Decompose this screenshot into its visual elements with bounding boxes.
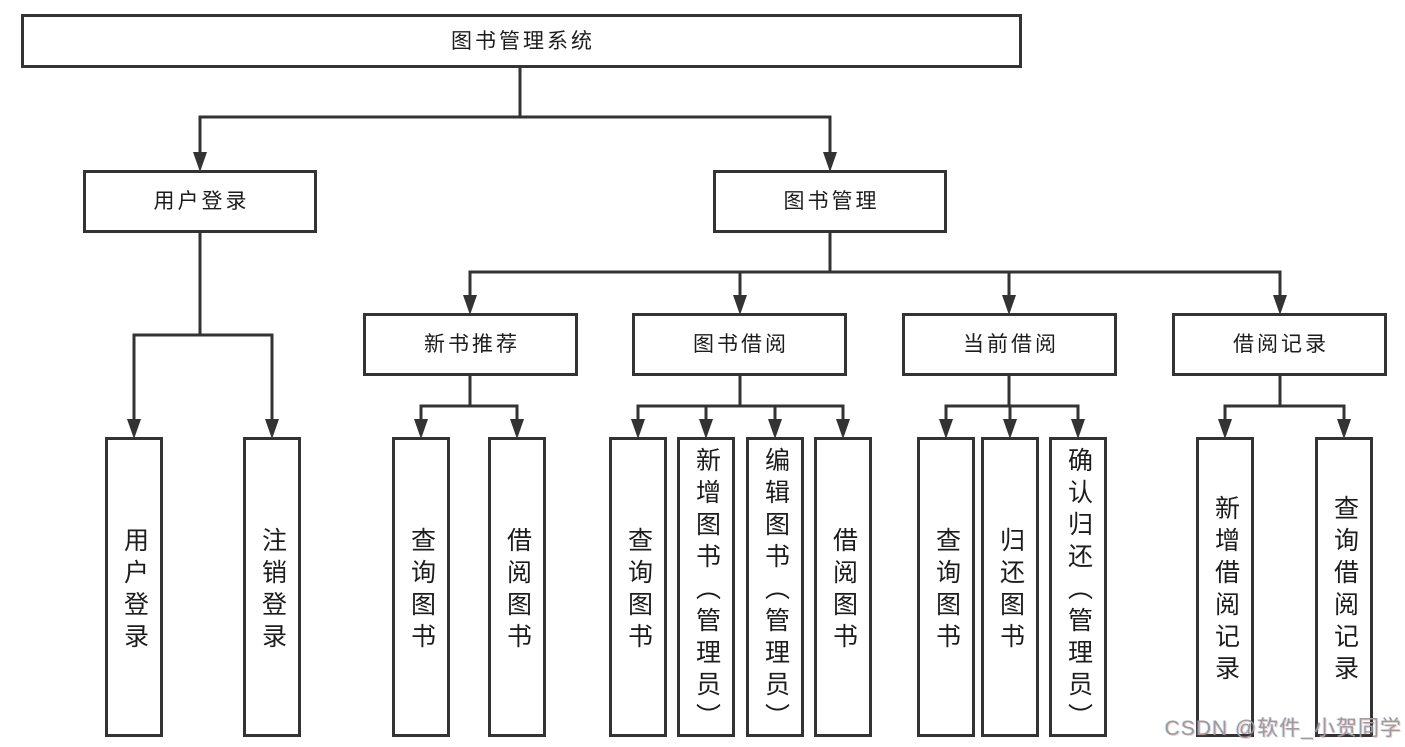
leaf-bb-query-books: 查询图书 xyxy=(609,437,667,737)
node-label: 新增图书（管理员） xyxy=(692,446,721,735)
node-label: 查询图书 xyxy=(624,526,653,655)
arrow-down-icon xyxy=(823,152,837,172)
node-current-borrowing: 当前借阅 xyxy=(902,313,1117,376)
connector-userlogin-bar xyxy=(132,333,274,421)
node-label: 新书推荐 xyxy=(424,333,520,356)
node-borrow-records: 借阅记录 xyxy=(1172,313,1387,376)
leaf-cb-query-books: 查询图书 xyxy=(917,437,975,737)
connector-records-bar xyxy=(1223,404,1346,421)
connector-root-bar xyxy=(198,115,832,154)
arrow-down-icon xyxy=(1002,295,1016,315)
node-label: 归还图书 xyxy=(996,526,1025,655)
arrow-down-icon xyxy=(265,419,279,439)
leaf-user-login: 用户登录 xyxy=(105,437,163,737)
leaf-bb-edit-books-admin: 编辑图书（管理员） xyxy=(746,437,804,737)
node-label: 编辑图书（管理员） xyxy=(761,446,790,735)
leaf-bb-add-books-admin: 新增图书（管理员） xyxy=(677,437,735,737)
node-label: 图书借阅 xyxy=(693,333,789,356)
node-label: 查询借阅记录 xyxy=(1330,494,1359,687)
arrow-down-icon xyxy=(1273,295,1287,315)
node-label: 新增借阅记录 xyxy=(1211,494,1240,687)
node-user-login: 用户登录 xyxy=(83,170,317,233)
arrow-down-icon xyxy=(836,419,850,439)
node-book-borrowing: 图书借阅 xyxy=(632,313,847,376)
arrow-down-icon xyxy=(768,419,782,439)
leaf-nbr-borrow-books: 借阅图书 xyxy=(488,437,546,737)
node-label: 图书管理 xyxy=(783,190,880,213)
node-label: 注销登录 xyxy=(258,526,287,655)
arrow-down-icon xyxy=(127,419,141,439)
arrow-down-icon xyxy=(631,419,645,439)
arrow-down-icon xyxy=(1218,419,1232,439)
node-label: 当前借阅 xyxy=(963,333,1059,356)
arrow-down-icon xyxy=(1003,419,1017,439)
node-label: 确认归还（管理员） xyxy=(1064,446,1093,735)
node-label: 借阅记录 xyxy=(1233,333,1329,356)
arrow-down-icon xyxy=(1071,419,1085,439)
arrow-down-icon xyxy=(939,419,953,439)
arrow-down-icon xyxy=(699,419,713,439)
leaf-br-query-record: 查询借阅记录 xyxy=(1315,437,1373,737)
arrowheads xyxy=(127,152,1351,439)
node-label: 查询图书 xyxy=(407,526,436,655)
arrow-down-icon xyxy=(193,152,207,172)
node-label: 用户登录 xyxy=(153,190,250,213)
connector-newbook-bar xyxy=(419,404,519,421)
node-book-management: 图书管理 xyxy=(713,170,947,233)
leaf-cb-confirm-return-admin: 确认归还（管理员） xyxy=(1049,437,1107,737)
arrow-down-icon xyxy=(463,295,477,315)
node-new-book-recommend: 新书推荐 xyxy=(363,313,578,376)
leaf-br-add-record: 新增借阅记录 xyxy=(1196,437,1254,737)
node-label: 借阅图书 xyxy=(503,526,532,655)
node-label: 查询图书 xyxy=(932,526,961,655)
arrow-down-icon xyxy=(510,419,524,439)
leaf-cb-return-books: 归还图书 xyxy=(981,437,1039,737)
watermark-text: CSDN @软件_小贺同学 xyxy=(1164,717,1402,740)
arrow-down-icon xyxy=(414,419,428,439)
connector-current-bar xyxy=(944,404,1080,421)
leaf-logout: 注销登录 xyxy=(243,437,301,737)
node-library-system: 图书管理系统 xyxy=(21,14,1022,68)
arrow-down-icon xyxy=(733,295,747,315)
connector-borrowing-bar xyxy=(636,404,845,421)
leaf-bb-borrow-books: 借阅图书 xyxy=(814,437,872,737)
node-label: 图书管理系统 xyxy=(451,29,595,53)
arrow-down-icon xyxy=(1337,419,1351,439)
connector-bookmgmt-bar xyxy=(468,270,1282,297)
leaf-nbr-query-books: 查询图书 xyxy=(392,437,450,737)
node-label: 用户登录 xyxy=(120,526,149,655)
node-label: 借阅图书 xyxy=(829,526,858,655)
